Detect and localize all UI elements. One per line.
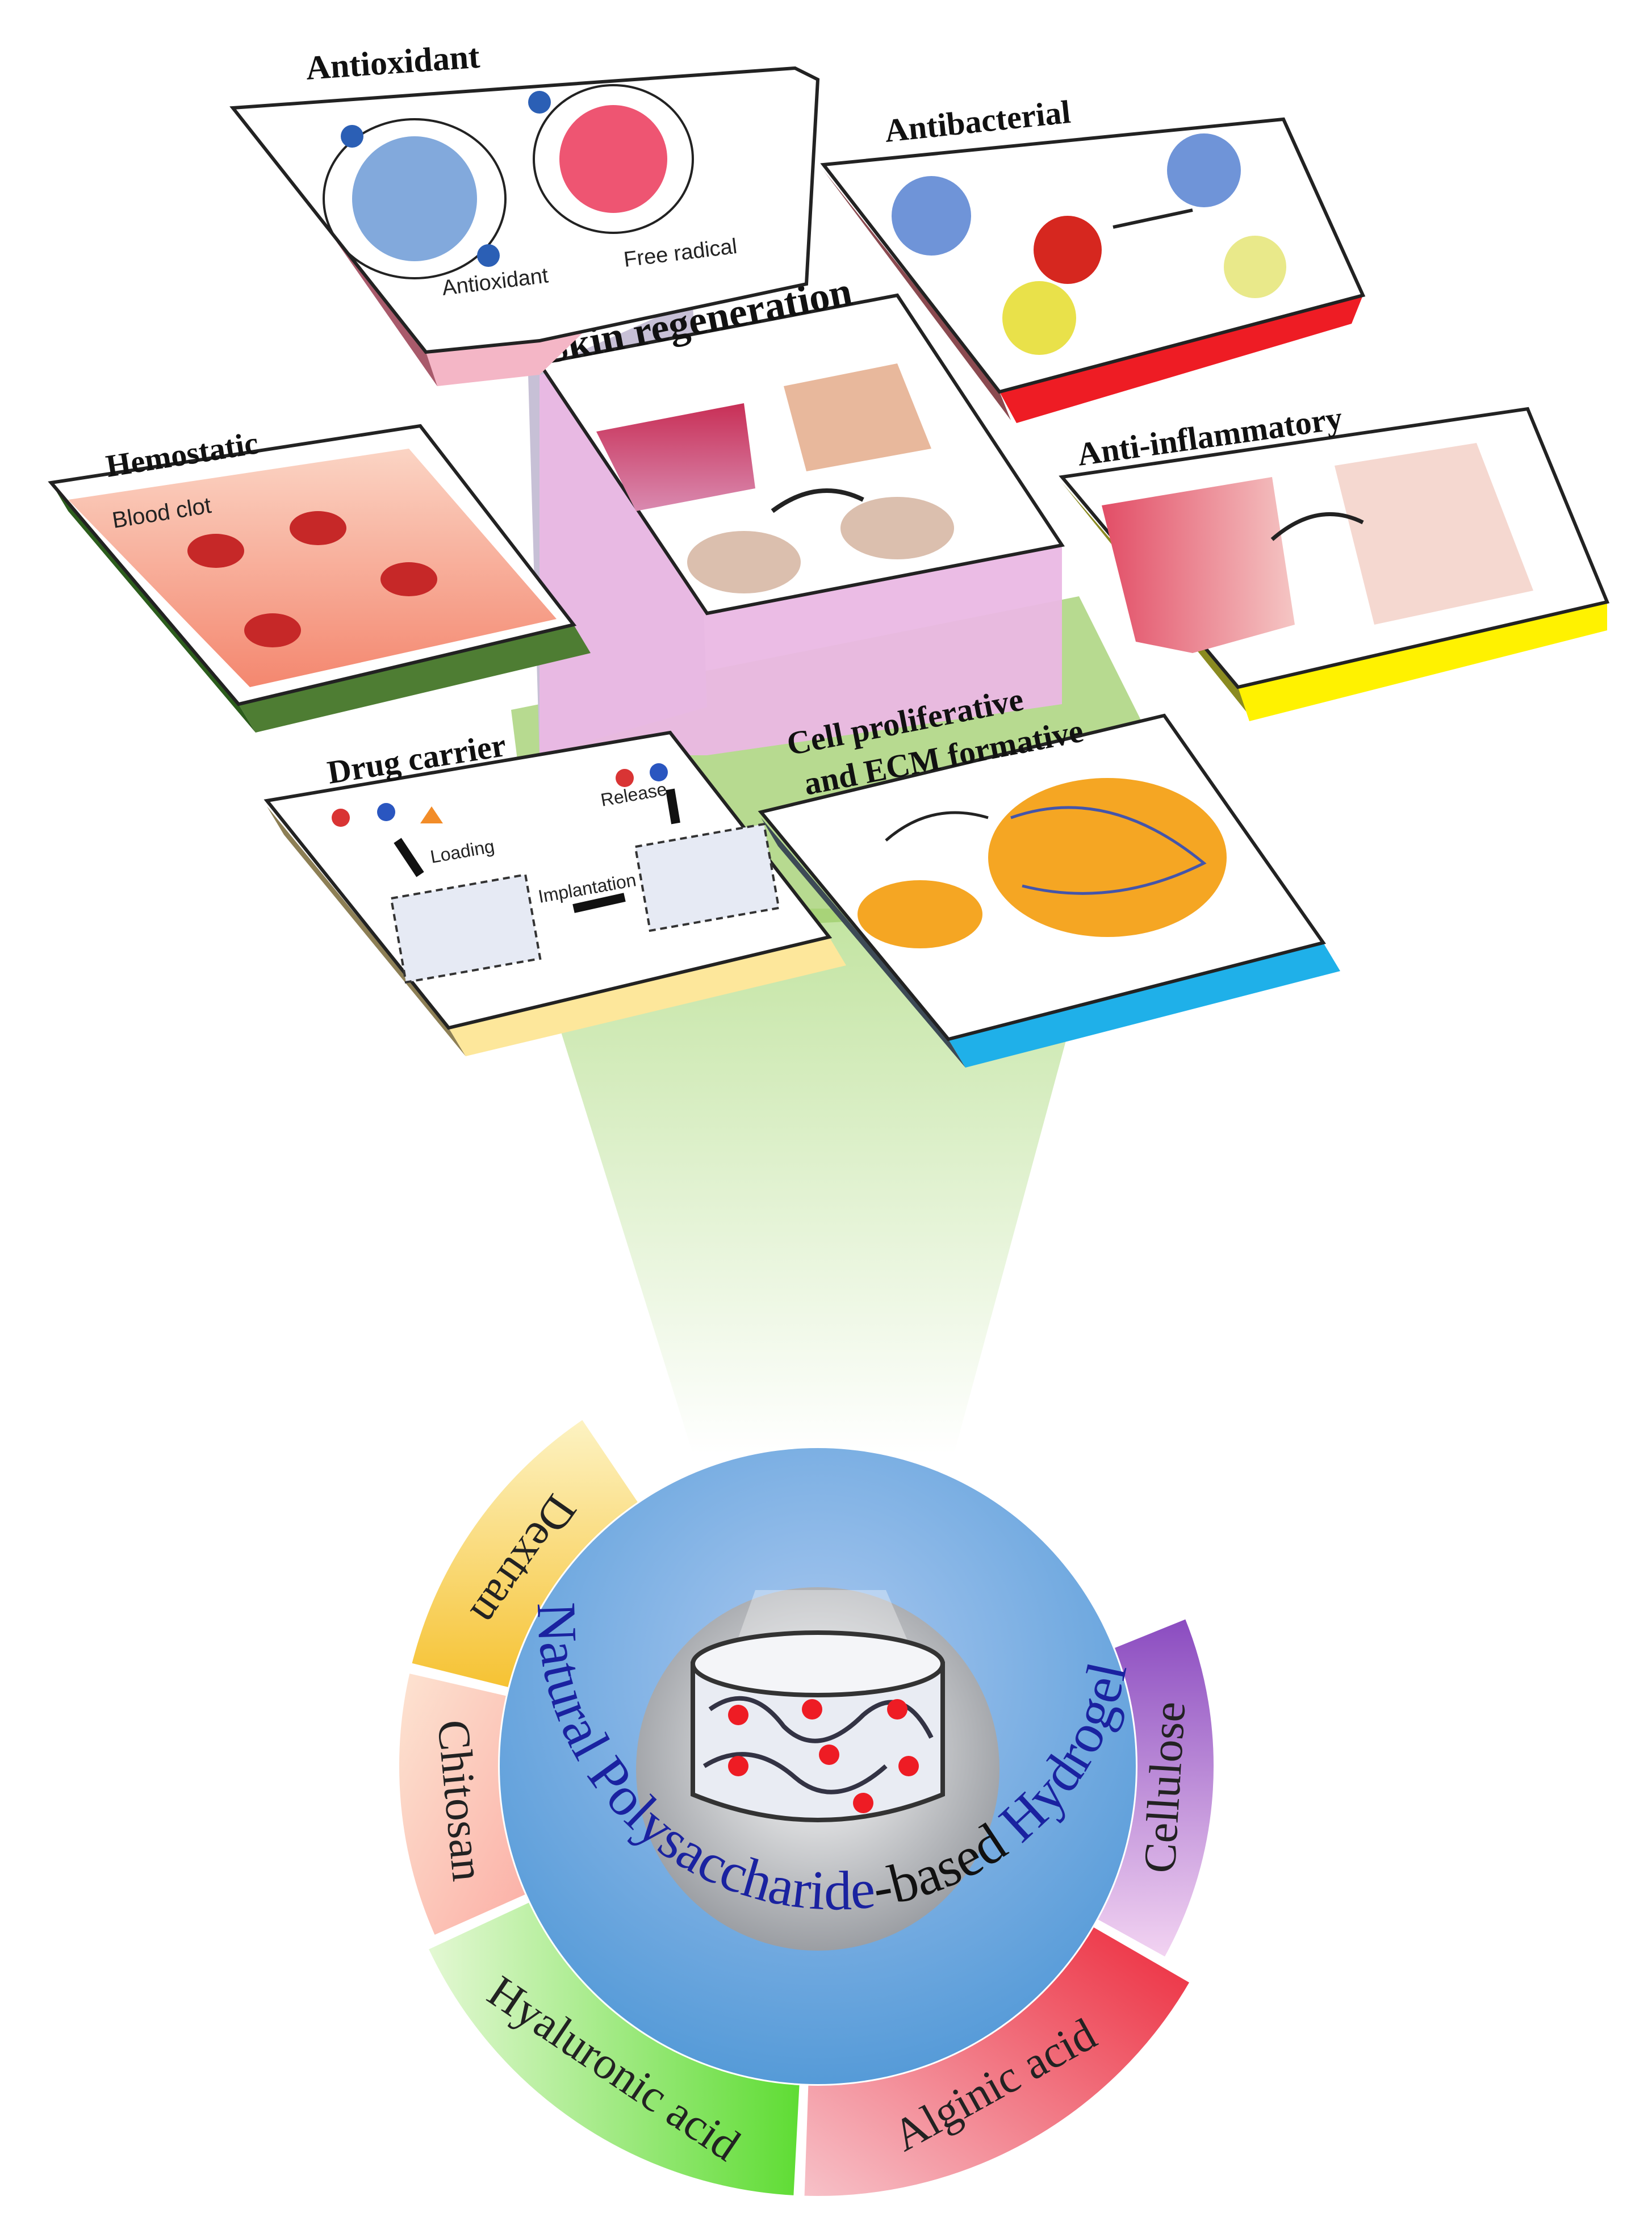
antioxidant-face	[229, 66, 820, 354]
blood-vessel-image	[68, 449, 557, 687]
electron-dot	[477, 244, 500, 267]
drug-molecule-icon	[650, 763, 668, 781]
tile-cell-proliferative: Cell proliferative and ECM formative	[758, 680, 1340, 1068]
kill-arrow-icon	[1113, 208, 1193, 229]
release-arrow-icon	[666, 788, 680, 825]
free-radical-character-icon	[559, 105, 667, 213]
skin-healed-image	[784, 363, 931, 471]
tile-drug-carrier: Loading Release Implantation Drug carrie…	[264, 726, 846, 1056]
hand-left-icon	[687, 531, 801, 593]
heal-arrow-icon	[1270, 512, 1364, 541]
cell-left	[761, 818, 965, 1068]
ecm-fiber	[1010, 806, 1207, 895]
tile-hemostatic: Blood clot Hemostatic	[48, 424, 591, 733]
hemostatic-side	[239, 625, 591, 733]
anti-inflammatory-side	[1238, 602, 1607, 721]
drug-molecule-icon	[616, 769, 634, 787]
blood-cell-icon	[244, 613, 301, 647]
healed-foot-image	[1335, 443, 1533, 625]
blood-cell-icon	[380, 562, 437, 596]
dead-yellow-bacteria-icon	[1224, 236, 1286, 298]
hydrogel-cylinder-icon	[691, 1630, 945, 1822]
tile-antibacterial: Antibacterial	[820, 93, 1366, 423]
drug-carrier-left	[267, 806, 466, 1056]
cell-side	[948, 943, 1340, 1068]
antibacterial-title: Antibacterial	[883, 93, 1073, 149]
blue-bacteria-icon	[892, 176, 971, 256]
dead-blue-bacteria-icon	[1167, 133, 1241, 207]
polysaccharide-segments	[396, 1415, 1217, 2199]
drug-carrier-side	[449, 937, 846, 1056]
skin-arrow-icon	[771, 488, 864, 513]
hand-right-icon	[840, 497, 954, 559]
electron-dot	[341, 125, 363, 148]
cell-cluster-small	[858, 880, 982, 948]
drug-molecule-icon	[377, 803, 395, 821]
hydrogel-mesh-before	[390, 873, 542, 984]
yellow-bacteria-icon	[1002, 281, 1076, 355]
antibacterial-left	[823, 170, 1011, 420]
orbit-ring	[323, 118, 507, 279]
implantation-arrow-icon	[572, 893, 626, 913]
loading-arrow-icon	[394, 838, 424, 877]
orbit-ring	[533, 84, 694, 234]
tile-anti-inflammatory: Anti-inflammatory	[1059, 399, 1610, 721]
skin-wound-image	[596, 403, 755, 511]
blood-cell-icon	[290, 511, 346, 545]
antioxidant-title: Antioxidant	[304, 37, 481, 87]
red-bacteria-icon	[1034, 216, 1102, 284]
hydrogel-mesh-after	[634, 822, 780, 932]
inflamed-foot-image	[1102, 477, 1295, 653]
growth-arrow-icon	[885, 811, 989, 842]
antioxidant-character-icon	[352, 136, 477, 261]
ecm-network-large	[988, 778, 1227, 937]
tile-antioxidant: Antioxidant Free radical Antioxidant	[229, 37, 820, 386]
electron-dot	[528, 91, 551, 114]
drug-molecule-icon	[332, 809, 350, 827]
drug-molecule-icon	[420, 806, 443, 823]
blood-cell-icon	[187, 534, 244, 568]
segment-label-cellulose: Cellulose	[1135, 1700, 1195, 1875]
antibacterial-side	[999, 295, 1363, 423]
